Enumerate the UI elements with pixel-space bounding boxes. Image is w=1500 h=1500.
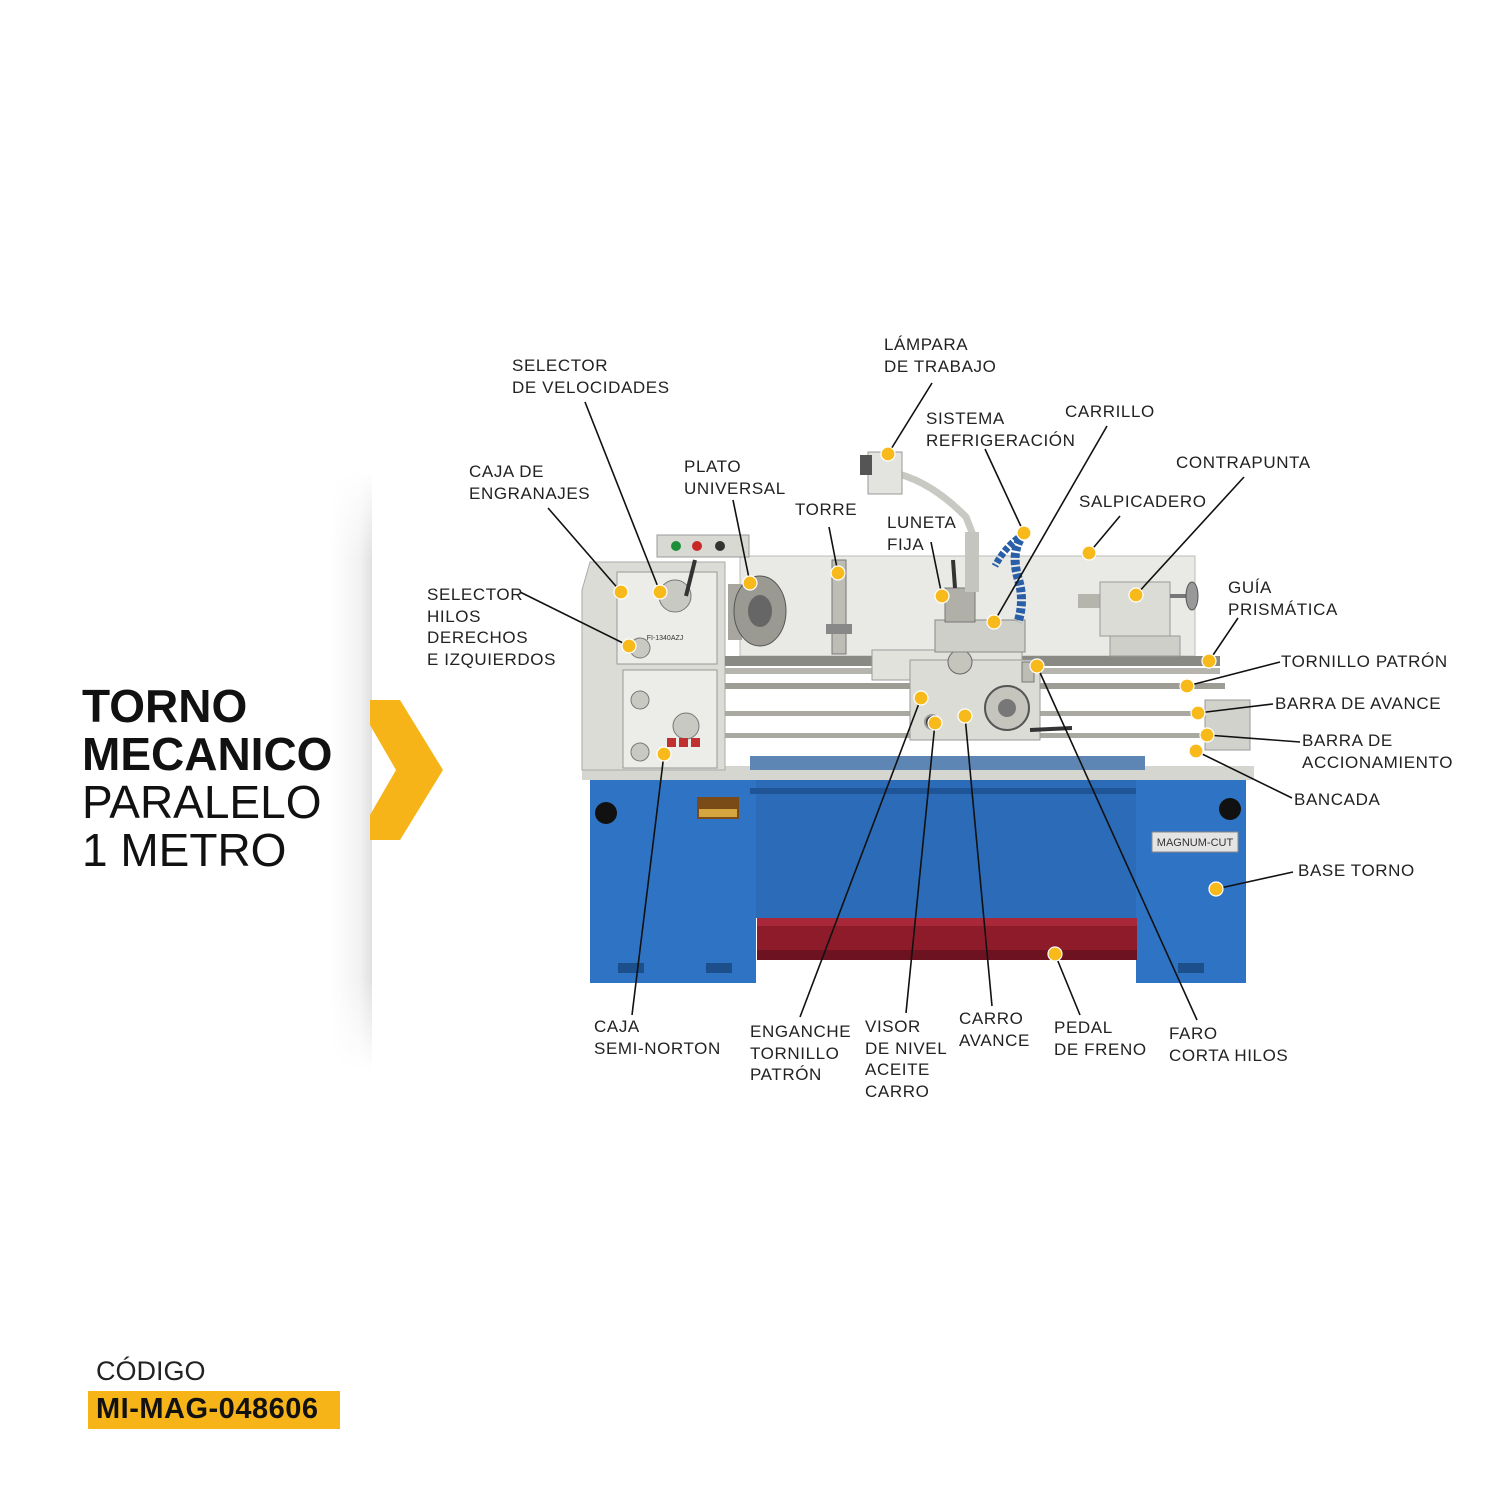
leader-tornillo-patron: [1186, 661, 1281, 687]
brand-plate: [1151, 831, 1239, 853]
marker-caja-semi-norton: [656, 746, 672, 762]
label-barra-avance: BARRA DE AVANCE: [1275, 694, 1442, 713]
leader-torre: [828, 526, 839, 574]
marker-lampara-trabajo: [880, 446, 896, 462]
marker-barra-accionamiento: [1199, 727, 1215, 743]
leader-contrapunta: [1135, 476, 1245, 596]
leader-guia-prismatica: [1208, 617, 1239, 662]
marker-carro-avance: [957, 708, 973, 724]
base-hole-left: [595, 802, 617, 824]
label-base-torno: BASE TORNO: [1298, 861, 1415, 880]
leader-carro-avance: [964, 715, 993, 1007]
cross-slide: [934, 619, 1026, 653]
brand-plate-text: MAGNUM-CUT: [1157, 837, 1234, 849]
marker-caja-engranajes: [613, 584, 629, 600]
leader-caja-semi-norton: [631, 753, 665, 1016]
leader-faro-corta-hilos: [1036, 665, 1198, 1021]
label-contrapunta: CONTRAPUNTA: [1176, 453, 1311, 472]
marker-contrapunta: [1128, 587, 1144, 603]
leader-pedal-freno: [1054, 953, 1081, 1016]
control-box: [656, 534, 750, 558]
leader-luneta-fija: [930, 541, 943, 597]
leader-sistema-refrigeracion: [984, 448, 1025, 534]
marker-tornillo-patron: [1179, 678, 1195, 694]
label-torre: TORRE: [795, 500, 858, 519]
marker-salpicadero: [1081, 545, 1097, 561]
marker-barra-avance: [1190, 705, 1206, 721]
chevron-arrow-icon: [370, 700, 443, 840]
leader-plato-universal: [732, 499, 751, 584]
base-cabinet: [756, 778, 1136, 918]
base-hole-right: [1219, 798, 1241, 820]
marker-bancada: [1188, 743, 1204, 759]
title-line-4: 1 METRO: [82, 824, 287, 876]
code-caption: CÓDIGO: [96, 1356, 206, 1386]
marker-guia-prismatica: [1201, 653, 1217, 669]
marker-plato-universal: [742, 575, 758, 591]
marker-carrillo: [986, 614, 1002, 630]
marker-selector-hilos: [621, 638, 637, 654]
label-bancada: BANCADA: [1294, 790, 1381, 809]
model-plate-text: FI-1340AZJ: [647, 635, 684, 642]
leader-selector-hilos: [519, 591, 630, 647]
leader-bancada: [1195, 750, 1293, 799]
leader-selector-velocidades: [584, 401, 661, 593]
marker-faro-corta-hilos: [1029, 658, 1045, 674]
label-carrillo: CARRILLO: [1065, 402, 1155, 421]
tool-post: [944, 587, 976, 623]
leader-base-torno: [1215, 871, 1294, 890]
leader-caja-engranajes: [547, 507, 622, 593]
title-line-3: PARALELO: [82, 776, 322, 828]
marker-sistema-refrigeracion: [1016, 525, 1032, 541]
leader-lampara-trabajo: [887, 382, 933, 455]
label-salpicadero: SALPICADERO: [1079, 492, 1207, 511]
code-highlight: [88, 1391, 340, 1429]
product-code: MI-MAG-048606: [96, 1393, 319, 1425]
marker-enganche-tornillo: [913, 690, 929, 706]
leader-barra-avance: [1197, 703, 1274, 714]
leader-barra-accionamiento: [1206, 734, 1301, 743]
marker-luneta-fija: [934, 588, 950, 604]
marker-selector-velocidades: [652, 584, 668, 600]
coolant-hose: [1010, 531, 1028, 624]
leader-carrillo: [993, 425, 1108, 623]
title-line-2: MECANICO: [82, 728, 333, 780]
marker-torre: [830, 565, 846, 581]
marker-pedal-freno: [1047, 946, 1063, 962]
title-line-1: TORNO: [82, 680, 248, 732]
marker-visor-nivel: [927, 715, 943, 731]
leader-salpicadero: [1088, 515, 1121, 554]
leader-enganche-tornillo: [799, 697, 922, 1018]
leader-visor-nivel: [905, 722, 936, 1014]
label-tornillo-patron: TORNILLO PATRÓN: [1281, 652, 1448, 671]
marker-base-torno: [1208, 881, 1224, 897]
